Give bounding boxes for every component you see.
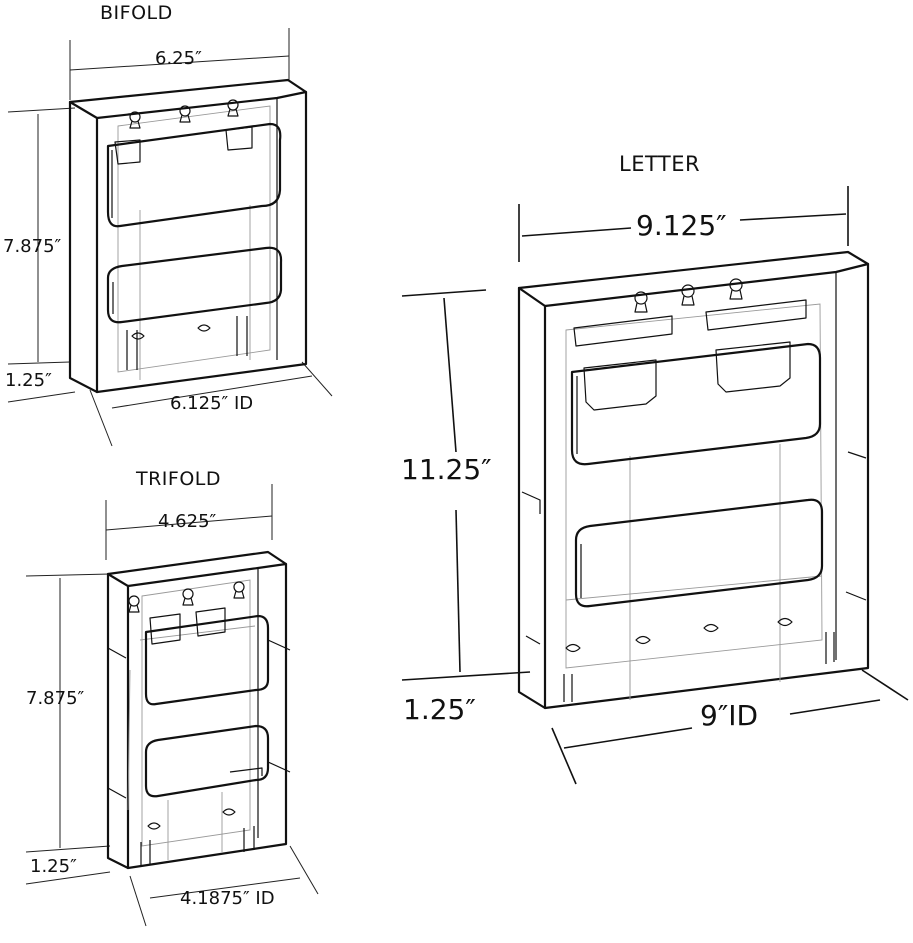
bifold-dimension-lines	[7, 28, 333, 447]
letter-holder-drawing	[401, 186, 909, 785]
trifold-dimension-lines	[25, 484, 319, 927]
letter-dimension-lines	[401, 186, 909, 785]
letter-depth-label: 1.25″	[403, 693, 476, 726]
bifold-outer-width-label: 6.25″	[155, 48, 202, 69]
trifold-inner-width-label: 4.1875″ ID	[180, 888, 275, 909]
trifold-height-label: 7.875″	[26, 688, 85, 709]
bifold-body	[68, 78, 308, 394]
trifold-holder-drawing	[25, 484, 319, 927]
letter-outer-width-label: 9.125″	[636, 209, 727, 242]
bifold-height-label: 7.875″	[3, 236, 62, 257]
trifold-outer-width-label: 4.625″	[158, 511, 217, 532]
bifold-depth-label: 1.25″	[5, 370, 52, 391]
letter-inner-width-label: 9″ID	[700, 699, 759, 732]
letter-body	[517, 250, 870, 710]
trifold-depth-label: 1.25″	[30, 856, 77, 877]
bifold-holder-drawing	[7, 28, 333, 447]
bifold-inner-width-label: 6.125″ ID	[170, 393, 254, 414]
trifold-title: TRIFOLD	[136, 468, 222, 490]
letter-height-label: 11.25″	[401, 453, 492, 486]
bifold-title: BIFOLD	[100, 2, 173, 24]
letter-title: LETTER	[619, 152, 701, 176]
trifold-body	[106, 550, 291, 870]
